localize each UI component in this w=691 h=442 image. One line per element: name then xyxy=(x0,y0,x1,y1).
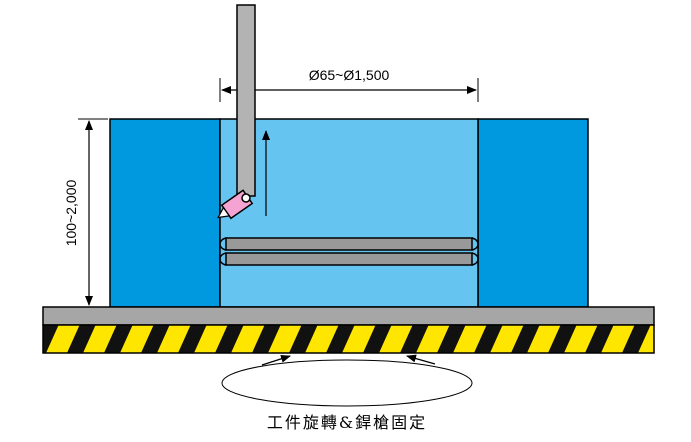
hazard-stripe xyxy=(141,325,170,353)
hazard-strip xyxy=(42,324,688,354)
base-plate xyxy=(42,306,655,326)
hazard-stripe xyxy=(363,325,392,353)
hazard-stripe xyxy=(511,325,540,353)
torch-pivot xyxy=(241,193,251,203)
width-dimension-label: Ø65~Ø1,500 xyxy=(309,67,390,83)
pipe-workpiece xyxy=(219,237,479,266)
hazard-stripe xyxy=(43,325,59,353)
right-outer-block xyxy=(477,118,589,308)
hazard-stripe xyxy=(289,325,318,353)
height-dimension xyxy=(78,118,108,308)
hazard-stripe xyxy=(622,325,651,353)
hazard-stripe xyxy=(178,325,207,353)
height-dimension-label: 100~2,000 xyxy=(63,180,79,247)
width-dimension xyxy=(219,78,479,102)
hazard-stripe xyxy=(252,325,281,353)
torch-body xyxy=(236,4,256,197)
hazard-stripe xyxy=(326,325,355,353)
hazard-stripe xyxy=(659,325,688,353)
rotation-arrow-right xyxy=(406,354,436,365)
hazard-stripe xyxy=(474,325,503,353)
hazard-stripe xyxy=(215,325,244,353)
caption: 工件旋轉&銲槍固定 xyxy=(267,413,427,432)
rotation-ellipse xyxy=(221,359,473,407)
hazard-stripe xyxy=(585,325,614,353)
hazard-stripe xyxy=(104,325,133,353)
left-outer-block xyxy=(109,118,221,308)
hazard-stripe xyxy=(400,325,429,353)
hazard-stripe xyxy=(548,325,577,353)
hazard-stripe xyxy=(437,325,466,353)
rotation-arrow-left xyxy=(261,354,291,366)
hazard-stripe xyxy=(67,325,96,353)
welding-torch xyxy=(217,4,256,220)
inner-cavity xyxy=(219,118,479,308)
